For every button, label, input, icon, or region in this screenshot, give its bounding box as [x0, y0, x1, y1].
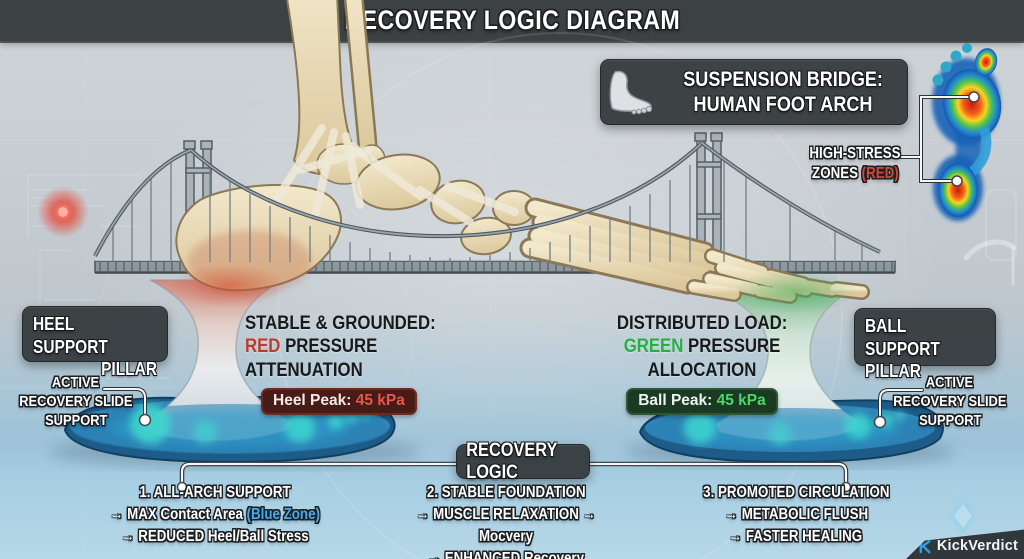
foot-icon	[609, 70, 653, 115]
heel-peak-value: 45 kPa	[355, 392, 405, 410]
red-indicator-dot	[58, 207, 68, 217]
heel-chip-line1: HEEL SUPPORT	[33, 314, 108, 357]
col2-title: 2. STABLE FOUNDATION	[426, 484, 586, 501]
recovery-column-2: 2. STABLE FOUNDATION → MUSCLE RELAXATION…	[368, 482, 644, 559]
recovery-column-1: 1. ALL-ARCH SUPPORT → MAX Contact Area (…	[84, 482, 346, 548]
ligaments	[272, 124, 519, 226]
col2-line1: → MUSCLE RELAXATION → Mocvery	[416, 506, 596, 545]
ball-chip-line1: BALL SUPPORT	[865, 316, 940, 359]
recovery-logic-header: RECOVERY LOGIC	[456, 440, 590, 483]
ball-peak-badge: Ball Peak: 45 kPa	[626, 388, 778, 416]
high-stress-red-text: (RED)	[861, 165, 899, 183]
high-stress-zones-text: ZONES	[811, 165, 862, 183]
heel-contact-glow	[170, 264, 286, 308]
col3-title: 3. PROMOTED CIRCULATION	[702, 484, 890, 501]
blue-zone-text: (Blue Zone)	[246, 506, 320, 523]
bridge-cables	[93, 141, 881, 262]
heel-note-heading: STABLE & GROUNDED:	[245, 312, 436, 334]
col1-line2: → REDUCED Heel/Ball Stress	[121, 528, 309, 545]
heel-annotation: STABLE & GROUNDED: RED PRESSURE ATTENUAT…	[245, 312, 505, 416]
ball-pillar-label: BALL SUPPORT PILLAR	[854, 308, 996, 381]
col3-line1: → METABOLIC FLUSH	[724, 506, 868, 523]
col3-line2: → FASTER HEALING	[729, 528, 863, 545]
suspension-line2: HUMAN FOOT ARCH	[693, 93, 873, 116]
heel-pool-surface	[72, 404, 388, 454]
foot-skeleton	[170, 0, 870, 314]
suspension-bridge-label: SUSPENSION BRIDGE: HUMAN FOOT ARCH	[600, 59, 908, 125]
brand-name: KickVerdict	[936, 538, 1018, 554]
title-bar: RECOVERY LOGIC DIAGRAM	[0, 0, 1024, 41]
pressure-heatmap-foot	[932, 43, 1002, 221]
ball-peak-value: 45 kPa	[716, 392, 766, 410]
heel-note-rest: PRESSURE ATTENUATION	[245, 335, 378, 381]
active-support-label-left: ACTIVE RECOVERY SLIDE SUPPORT	[19, 374, 133, 429]
col1-title: 1. ALL-ARCH SUPPORT	[139, 484, 291, 501]
ball-note-rest: PRESSURE ALLOCATION	[647, 335, 781, 381]
callout-lines	[102, 91, 980, 493]
col2-line2: → ENHANCED Recovery	[427, 550, 585, 559]
heel-pillar-label: HEEL SUPPORT PILLAR	[22, 306, 168, 379]
heel-peak-badge: Heel Peak: 45 kPa	[261, 388, 417, 416]
heel-note-accent: RED	[245, 335, 281, 358]
recovery-column-3: 3. PROMOTED CIRCULATION → METABOLIC FLUS…	[672, 482, 920, 548]
page-title: RECOVERY LOGIC DIAGRAM	[344, 5, 680, 35]
ball-note-heading: DISTRIBUTED LOAD:	[616, 312, 788, 334]
bridge-tower-right	[694, 132, 723, 267]
ball-contact-glow	[733, 270, 857, 314]
suspension-line1: SUSPENSION BRIDGE:	[683, 67, 883, 91]
high-stress-callout: HIGH-STRESS ZONES (RED)	[800, 144, 910, 184]
ball-note-accent: GREEN	[623, 335, 684, 358]
ball-chip-line2: PILLAR	[865, 361, 921, 381]
sparkle-icon	[948, 496, 978, 536]
active-support-label-right: ACTIVE RECOVERY SLIDE SUPPORT	[893, 374, 1007, 429]
high-stress-line1: HIGH-STRESS	[809, 145, 901, 162]
ball-pool-surface	[647, 408, 933, 452]
heel-chip-line2: PILLAR	[101, 359, 157, 379]
ball-annotation: DISTRIBUTED LOAD: GREEN PRESSURE ALLOCAT…	[556, 312, 848, 416]
faucet-hint	[963, 189, 1017, 286]
